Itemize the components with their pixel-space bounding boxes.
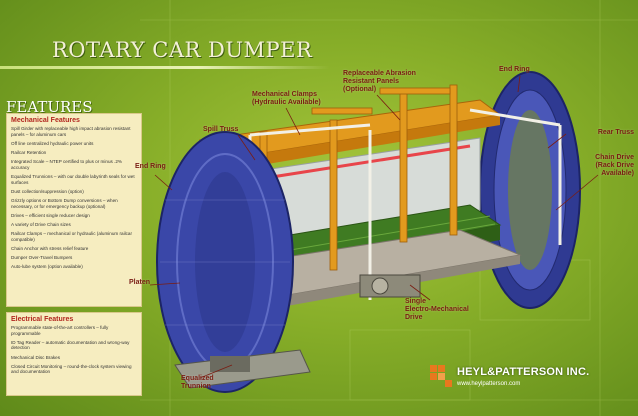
electrical-feature-item: ID Tag Reader – automatic documentation … [11,339,130,351]
electrical-features-heading: Electrical Features [11,316,74,323]
front-end-ring [156,131,294,393]
callout-platen: Platen [129,279,151,286]
mechanical-feature-item: Integrated Scale – NTEP certified to plu… [11,159,122,170]
callout-end-ring-top: End Ring [499,66,530,73]
mechanical-feature-item: Dust collection/suppression (option) [11,188,84,194]
mechanical-feature-item: Grizzly options or Bottom Dump conversio… [11,197,118,209]
mechanical-feature-item: Dumper Over-Travel Bumpers [11,255,73,261]
mechanical-features-heading: Mechanical Features [11,117,80,124]
mechanical-features-panel: Mechanical Features Spill Girder with re… [6,113,142,307]
mechanical-feature-item: Railcar Retention [11,149,47,155]
mechanical-features-list: Spill Girder with replaceable high impac… [7,126,141,270]
mechanical-feature-item: Off line centralized hydraulic power uni… [11,140,94,146]
electrical-feature-item: Closed Circuit Monitoring – round-the-cl… [11,363,132,375]
leader-lines [149,75,599,379]
callout-end-ring-left: End Ring [135,163,166,170]
callout-chain-drive: Chain Drive (Rack Drive Available) [595,154,634,177]
title-rule [0,66,330,69]
drive-unit [359,274,421,298]
company-name: HEYL&PATTERSON INC. [457,366,590,378]
mechanical-feature-item: Railcar Clamps – mechanical or hydraulic… [11,231,133,242]
features-heading: FEATURES [6,98,93,116]
rear-end-ring [479,71,581,309]
trunnion-base [174,349,311,389]
mechanical-feature-item: Drives – efficient single reducer design [11,212,90,218]
heyl-patterson-logo-icon [430,365,452,387]
mechanical-feature-item: Spill Girder with replaceable high impac… [11,126,131,137]
callout-spill-truss: Spill Truss [203,126,239,133]
company-url[interactable]: www.heylpatterson.com [457,381,521,387]
callout-replaceable-panels: Replaceable Abrasion Resistant Panels (O… [343,70,416,93]
electrical-features-panel: Electrical Features Programmable state-o… [6,312,142,396]
callout-single-drive: Single Electro-Mechanical Drive [405,298,469,321]
mechanical-feature-item: Equalized Trunnions – with our double la… [11,173,135,185]
mechanical-feature-item: A variety of Drive Chain sizes [11,221,71,227]
blueprint-lines [140,0,638,416]
electrical-features-list: Programmable state-of-the-art controller… [7,325,141,375]
mechanical-feature-item: Auto-lube system (option available) [11,264,83,270]
mechanical-feature-item: Chain Anchor with stress relief feature [11,245,89,251]
electrical-feature-item: Mechanical Disc Brakes [11,354,61,360]
callout-rear-truss: Rear Truss [597,129,634,136]
callout-equalized-trunnion: Equalized Trunnion [181,375,214,390]
page-title: ROTARY CAR DUMPER [52,38,313,62]
callout-mechanical-clamps: Mechanical Clamps (Hydraulic Available) [252,91,321,106]
electrical-feature-item: Programmable state-of-the-art controller… [11,325,109,336]
